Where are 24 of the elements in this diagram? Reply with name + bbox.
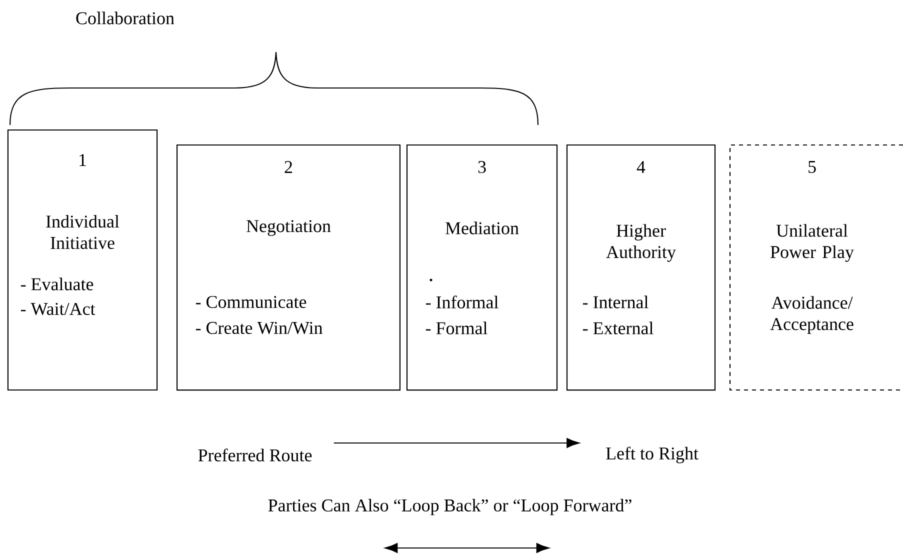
list-item: - Communicate (196, 296, 306, 308)
step-number: 3 (478, 160, 486, 174)
list-item: - Create Win/Win (196, 322, 323, 334)
step-note: Avoidance/ Acceptance (770, 296, 854, 334)
step-title: Mediation (446, 222, 519, 234)
list-item: - Informal (426, 296, 498, 308)
list-item: - Formal (426, 322, 488, 334)
step-title: Negotiation (246, 220, 331, 236)
list-item: - Wait/Act (20, 302, 96, 316)
list-item: - Evaluate (20, 278, 94, 290)
step-title: Unilateral Power Play (770, 224, 854, 262)
step-number: 1 (80, 154, 86, 166)
route-label: Preferred Route (198, 448, 312, 462)
step-title: Higher Authority (606, 224, 676, 262)
step-number: 2 (284, 161, 292, 173)
caption-text: Parties Can Also “Loop Back” or “Loop Forward” (268, 498, 632, 516)
route-label: Left to Right (606, 446, 698, 464)
list-item: - Internal (582, 296, 648, 308)
list-item: - External (582, 322, 654, 334)
arrow (334, 438, 580, 448)
step-number: 5 (808, 161, 816, 173)
caption-text: Collaboration (76, 12, 174, 24)
step-title: Individual Initiative (46, 215, 120, 249)
step-number: 4 (636, 161, 646, 173)
